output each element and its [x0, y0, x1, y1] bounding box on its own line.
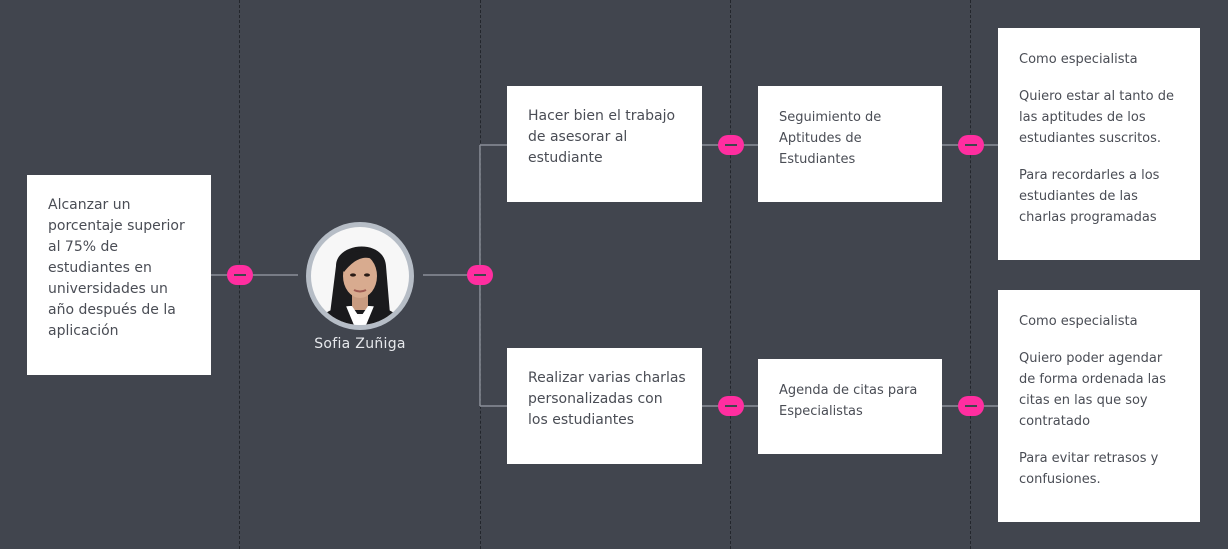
persona-avatar[interactable]	[306, 222, 414, 330]
goal-text: Alcanzar un porcentaje superior al 75% d…	[48, 197, 185, 339]
collapse-toggle-activity[interactable]	[718, 135, 744, 155]
collapse-toggle-persona[interactable]	[467, 265, 493, 285]
feature-card[interactable]: Seguimiento de Aptitudes de Estudiantes	[758, 86, 942, 202]
collapse-toggle-goal[interactable]	[227, 265, 253, 285]
feature-card[interactable]: Agenda de citas para Especialistas	[758, 359, 942, 454]
story-want: Quiero estar al tanto de las aptitudes d…	[1019, 89, 1174, 146]
story-card[interactable]: Como especialista Quiero estar al tanto …	[998, 28, 1200, 260]
activity-card[interactable]: Hacer bien el trabajo de asesorar al est…	[507, 86, 702, 202]
collapse-toggle-feature[interactable]	[958, 135, 984, 155]
story-role: Como especialista	[1019, 314, 1138, 329]
goal-card[interactable]: Alcanzar un porcentaje superior al 75% d…	[27, 175, 211, 375]
persona-name: Sofia Zuñiga	[314, 336, 406, 352]
story-role: Como especialista	[1019, 52, 1138, 67]
column-divider	[730, 0, 731, 549]
story-want: Quiero poder agendar de forma ordenada l…	[1019, 351, 1167, 429]
story-why: Para evitar retrasos y confusiones.	[1019, 451, 1159, 487]
activity-card[interactable]: Realizar varias charlas personalizadas c…	[507, 348, 702, 464]
collapse-toggle-activity[interactable]	[718, 396, 744, 416]
collapse-toggle-feature[interactable]	[958, 396, 984, 416]
feature-text: Seguimiento de Aptitudes de Estudiantes	[779, 110, 882, 167]
feature-text: Agenda de citas para Especialistas	[779, 383, 918, 419]
persona-photo-icon	[308, 224, 412, 328]
activity-text: Hacer bien el trabajo de asesorar al est…	[528, 108, 676, 166]
story-why: Para recordarles a los estudiantes de la…	[1019, 168, 1160, 225]
story-card[interactable]: Como especialista Quiero poder agendar d…	[998, 290, 1200, 522]
column-divider	[970, 0, 971, 549]
activity-text: Realizar varias charlas personalizadas c…	[528, 370, 686, 428]
